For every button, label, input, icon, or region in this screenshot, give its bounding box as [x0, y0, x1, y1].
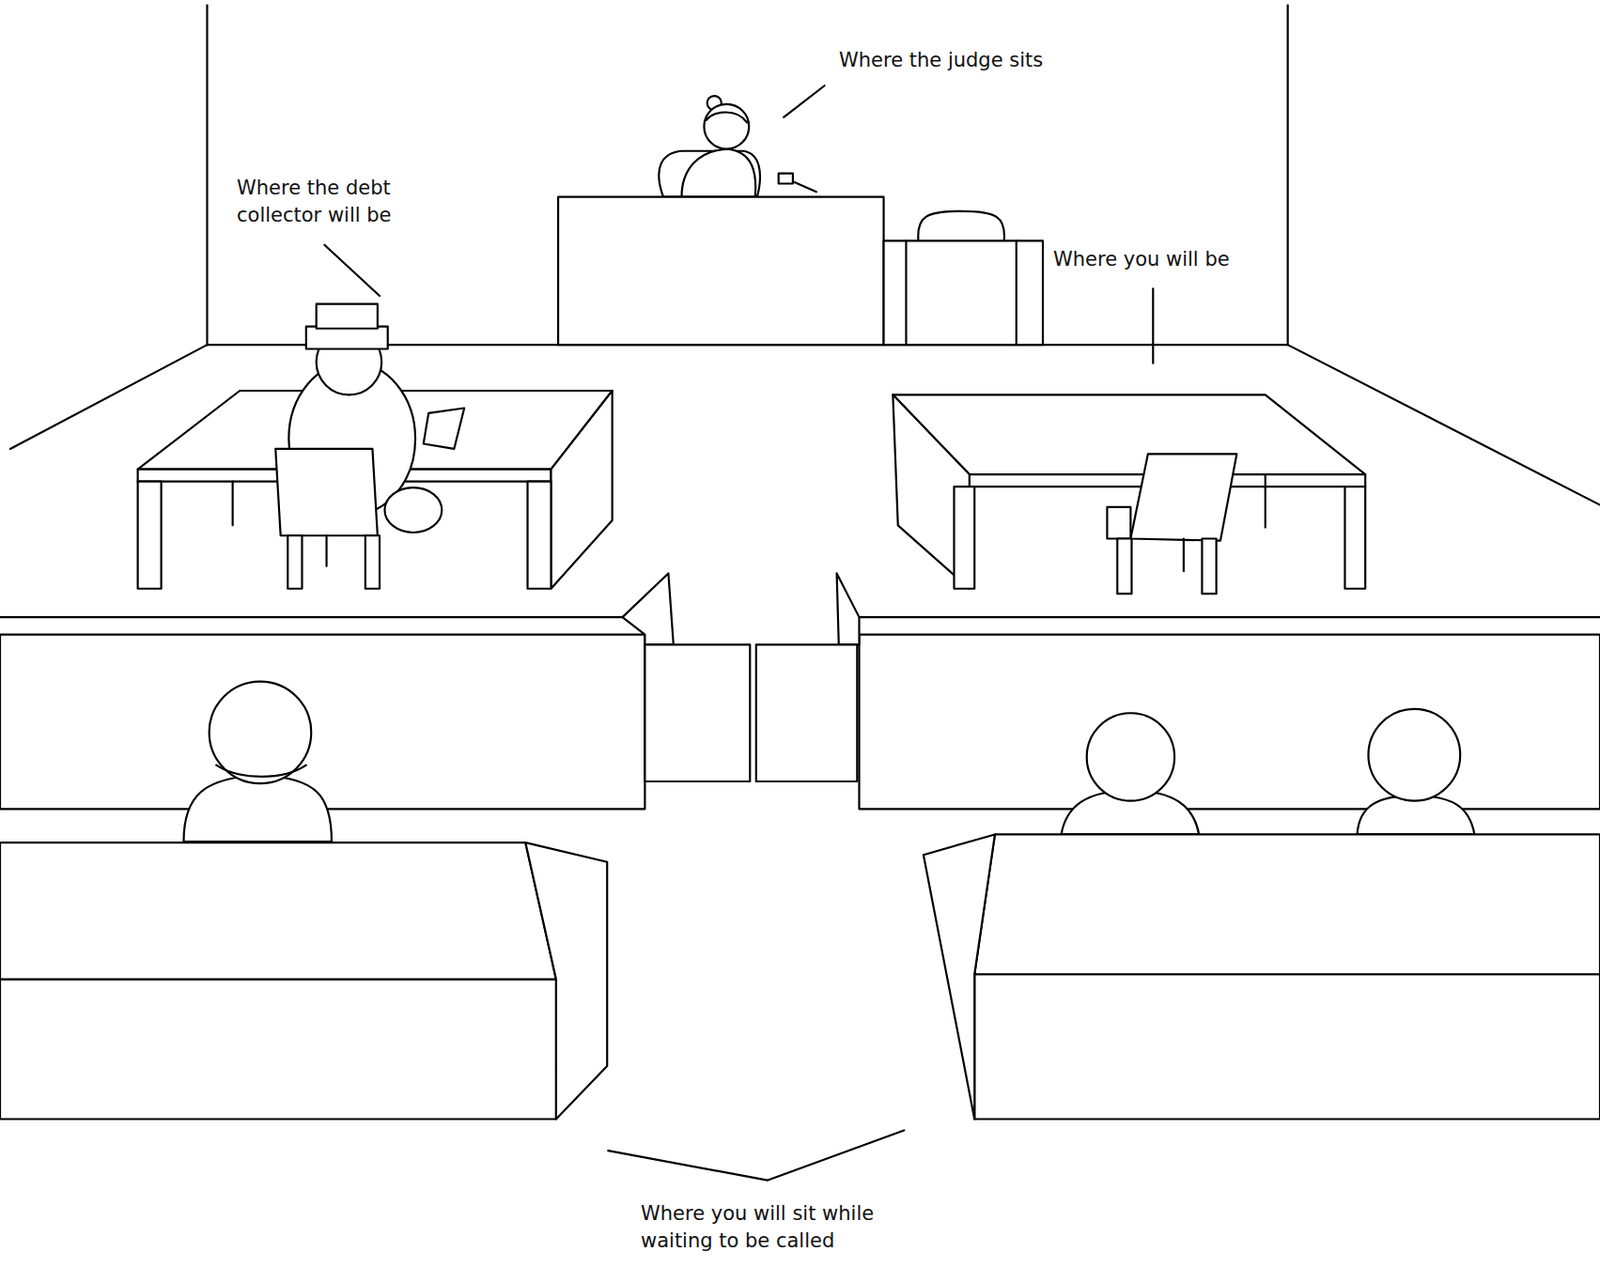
table-leg — [1344, 486, 1366, 590]
chair-back — [1130, 453, 1237, 541]
spectators — [183, 682, 1475, 843]
right-table — [892, 394, 1366, 594]
chair-leg — [1117, 538, 1132, 594]
gate-door — [756, 644, 858, 782]
chair-leg — [325, 535, 327, 567]
leader-line — [1151, 288, 1154, 363]
spectator-collar — [216, 765, 307, 777]
rail-top — [0, 616, 623, 619]
judge-head — [703, 104, 749, 150]
wall-line — [1287, 4, 1290, 345]
witness-chair — [917, 211, 1005, 241]
witness-box-edge — [904, 240, 907, 345]
floor-line — [10, 344, 208, 450]
witness-box — [884, 240, 1043, 345]
collector-hat — [316, 304, 378, 329]
collector-callout: Where the debt collector will be — [236, 174, 430, 230]
room-walls — [10, 4, 1600, 505]
gavel-handle — [792, 181, 817, 192]
pew-back — [974, 834, 1600, 975]
spectator-head — [209, 682, 312, 785]
bar-rail — [0, 573, 1600, 809]
table-leg — [232, 481, 234, 527]
debt-collector — [275, 304, 465, 590]
wall-line — [205, 4, 208, 345]
you-callout: Where you will be — [1053, 246, 1298, 274]
chair-leg — [1182, 538, 1185, 572]
chair-seat — [1106, 507, 1131, 540]
gavel — [778, 173, 793, 185]
rail-panel — [0, 635, 645, 810]
pew-seat — [974, 974, 1600, 1119]
table-leg — [528, 481, 552, 590]
rail-top — [858, 616, 1600, 619]
waiting-callout: Where you will sit while waiting to be c… — [640, 1200, 928, 1256]
pew-back — [0, 842, 557, 980]
collector-paper — [423, 407, 465, 449]
pew-seat — [0, 979, 557, 1120]
judge-callout: Where the judge sits — [838, 46, 1140, 75]
leader-line — [783, 85, 824, 118]
chair-leg — [365, 535, 380, 589]
front-pews — [0, 834, 1600, 1119]
judge-bench — [558, 197, 1043, 345]
table-leg — [954, 486, 976, 590]
table-leg — [138, 481, 162, 590]
judge-hair — [706, 112, 747, 124]
collector-leg — [384, 487, 442, 533]
pew-side — [923, 834, 995, 1119]
judge-body — [682, 149, 757, 198]
collector-hat-brim — [306, 326, 389, 350]
spectator-head — [1367, 709, 1461, 802]
witness-box-edge — [1015, 240, 1018, 345]
leader-line — [324, 245, 380, 296]
rail-end — [622, 573, 674, 645]
rail-panel — [858, 635, 1600, 810]
bench — [558, 197, 884, 345]
leader-line — [607, 1130, 904, 1181]
table-top — [892, 394, 1366, 475]
rail-end — [837, 573, 860, 645]
chair-leg — [287, 535, 302, 589]
spectator-body — [183, 775, 331, 842]
chair-leg — [1201, 538, 1216, 594]
spectator-head — [1087, 713, 1175, 801]
chair-back — [275, 449, 378, 536]
pew-side — [525, 842, 607, 1119]
table-side — [550, 390, 612, 590]
table-leg — [1264, 474, 1267, 528]
gate-door — [644, 644, 750, 782]
